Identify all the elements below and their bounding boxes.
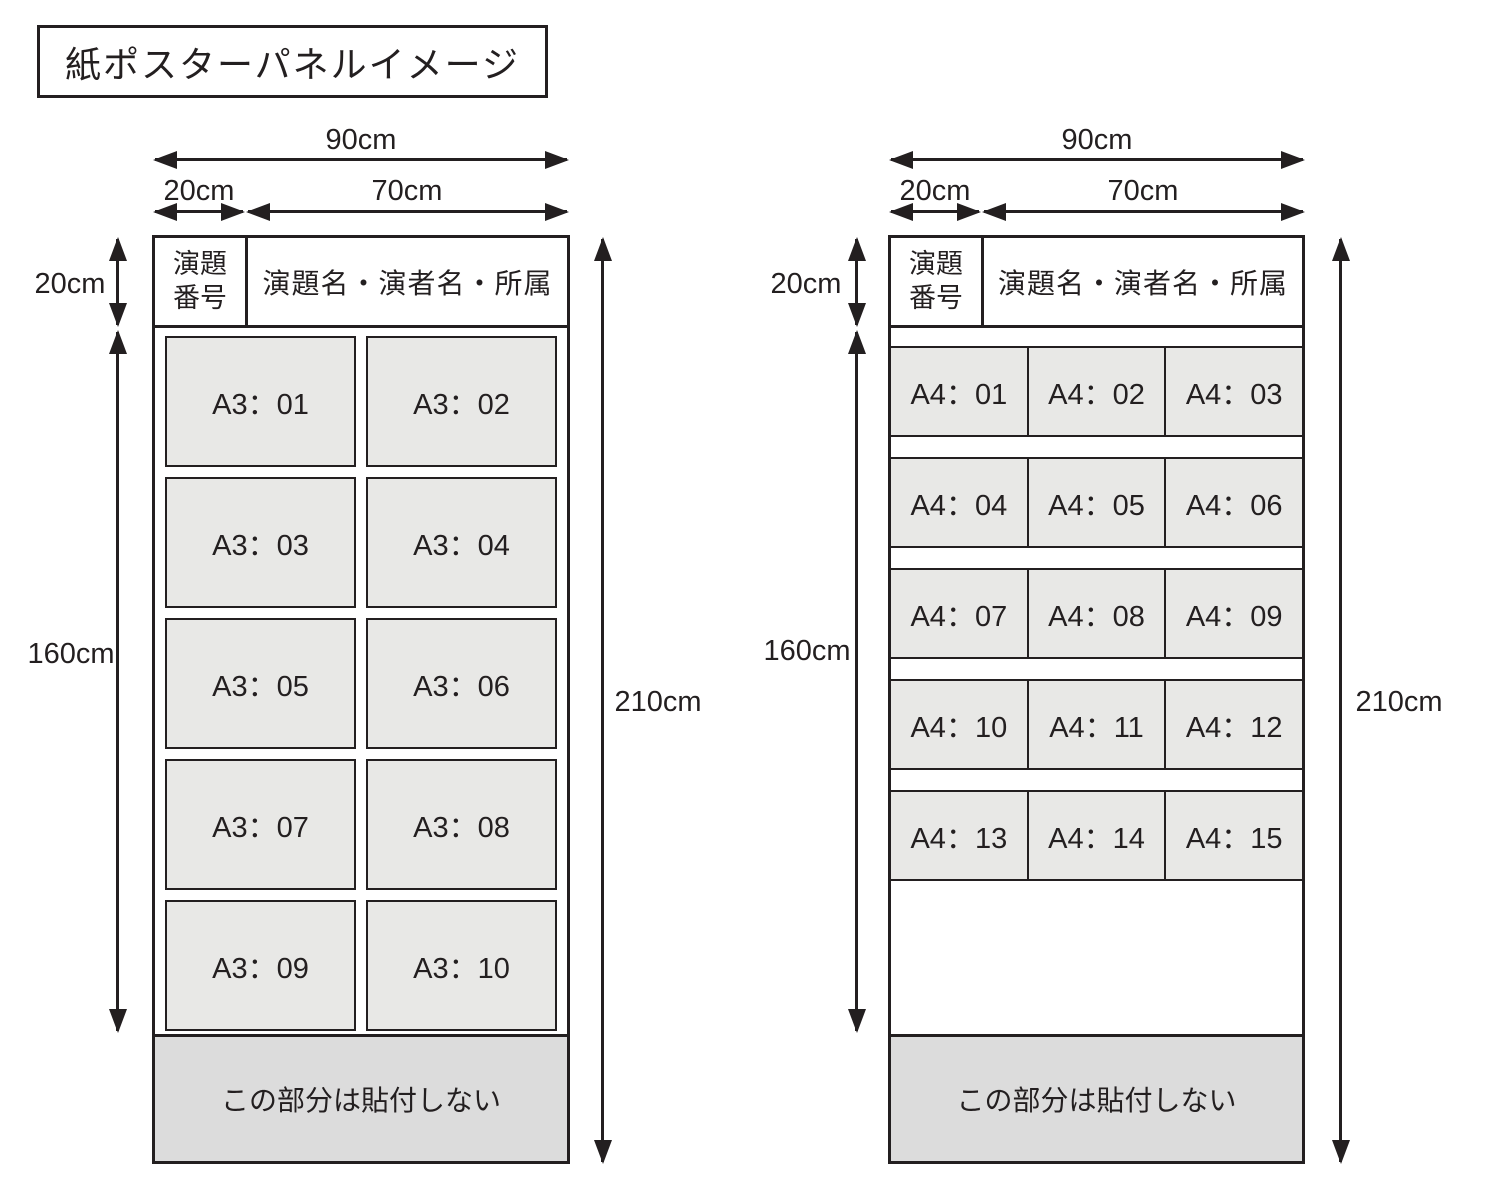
dim-label-total-height-left: 210cm — [614, 686, 702, 718]
a3-header-number-line1: 演題 — [173, 248, 227, 279]
dim-label-number-col-right: 20cm — [899, 175, 971, 207]
a3-header-title-cell: 演題名・演者名・所属 — [262, 267, 553, 299]
a3-header-number-line2: 番号 — [173, 282, 227, 313]
diagram-title-box: 紙ポスターパネルイメージ — [37, 25, 548, 98]
a4-header-number-line2: 番号 — [909, 282, 963, 313]
poster-row: A4：01 A4：02 A4：03 — [891, 346, 1303, 437]
poster-row: A4：13 A4：14 A4：15 — [891, 790, 1303, 881]
poster-slot: A4：05 — [1026, 459, 1165, 546]
height-arrow-total-right — [1339, 239, 1342, 1162]
dim-label-number-col-left: 20cm — [163, 175, 235, 207]
poster-slot: A3：04 — [366, 477, 557, 608]
poster-slot: A4：14 — [1026, 792, 1165, 879]
poster-slot: A3：03 — [165, 477, 356, 608]
a4-header-title-cell: 演題名・演者名・所属 — [997, 267, 1288, 299]
a3-no-paste-area: この部分は貼付しない — [155, 1034, 567, 1161]
height-arrow-header-right — [855, 239, 858, 325]
width-arrow-number-col-left — [155, 210, 243, 213]
a3-panel-header: 演題 番号 演題名・演者名・所属 — [155, 238, 567, 328]
a4-poster-panel: 演題 番号 演題名・演者名・所属 A4：01 A4：02 A4：03 A4：04… — [888, 235, 1305, 1164]
dim-label-paste-height-right: 160cm — [763, 635, 851, 667]
a4-header-number-line1: 演題 — [909, 248, 963, 279]
dim-label-title-col-left: 70cm — [371, 175, 443, 207]
poster-slot: A4：02 — [1026, 348, 1165, 435]
poster-row: A4：10 A4：11 A4：12 — [891, 679, 1303, 770]
poster-slot: A4：11 — [1026, 681, 1165, 768]
width-arrow-title-col-right — [984, 210, 1303, 213]
dim-label-total-width-left: 90cm — [325, 124, 397, 156]
width-arrow-number-col-right — [891, 210, 979, 213]
a4-no-paste-area: この部分は貼付しない — [891, 1034, 1302, 1161]
a3-header-number-cell: 演題 番号 — [155, 238, 248, 325]
poster-slot: A4：10 — [891, 681, 1027, 768]
poster-slot: A4：13 — [891, 792, 1027, 879]
dim-label-paste-height-left: 160cm — [27, 638, 115, 670]
height-arrow-total-left — [601, 239, 604, 1162]
poster-slot: A4：06 — [1164, 459, 1303, 546]
width-arrow-total-left — [155, 158, 567, 161]
a3-poster-panel: 演題 番号 演題名・演者名・所属 A3：01 A3：02 A3：03 A3：04… — [152, 235, 570, 1164]
poster-slot: A4：07 — [891, 570, 1027, 657]
poster-slot: A3：05 — [165, 618, 356, 749]
a4-poster-grid: A4：01 A4：02 A4：03 A4：04 A4：05 A4：06 A4：0… — [891, 328, 1303, 1034]
poster-slot: A4：01 — [891, 348, 1027, 435]
poster-row: A4：07 A4：08 A4：09 — [891, 568, 1303, 659]
poster-slot: A3：06 — [366, 618, 557, 749]
poster-slot: A4：12 — [1164, 681, 1303, 768]
poster-slot: A4：04 — [891, 459, 1027, 546]
poster-slot: A4：09 — [1164, 570, 1303, 657]
poster-slot: A3：10 — [366, 900, 557, 1031]
a4-panel-header: 演題 番号 演題名・演者名・所属 — [891, 238, 1302, 328]
poster-slot: A4：08 — [1026, 570, 1165, 657]
poster-slot: A3：09 — [165, 900, 356, 1031]
dim-label-total-width-right: 90cm — [1061, 124, 1133, 156]
a3-poster-grid: A3：01 A3：02 A3：03 A3：04 A3：05 A3：06 A3：0… — [155, 328, 567, 1034]
a4-header-number-cell: 演題 番号 — [891, 238, 984, 325]
dim-label-total-height-right: 210cm — [1355, 686, 1443, 718]
width-arrow-total-right — [891, 158, 1303, 161]
poster-slot: A4：15 — [1164, 792, 1303, 879]
poster-slot: A3：02 — [366, 336, 557, 467]
dim-label-header-height-left: 20cm — [34, 268, 106, 300]
width-arrow-title-col-left — [248, 210, 567, 213]
poster-slot: A3：01 — [165, 336, 356, 467]
height-arrow-header-left — [116, 239, 119, 325]
poster-slot: A3：08 — [366, 759, 557, 890]
poster-row: A4：04 A4：05 A4：06 — [891, 457, 1303, 548]
diagram-title: 紙ポスターパネルイメージ — [65, 43, 520, 85]
height-arrow-paste-left — [116, 332, 119, 1031]
height-arrow-paste-right — [855, 332, 858, 1031]
poster-slot: A4：03 — [1164, 348, 1303, 435]
dim-label-title-col-right: 70cm — [1107, 175, 1179, 207]
poster-slot: A3：07 — [165, 759, 356, 890]
dim-label-header-height-right: 20cm — [770, 268, 842, 300]
